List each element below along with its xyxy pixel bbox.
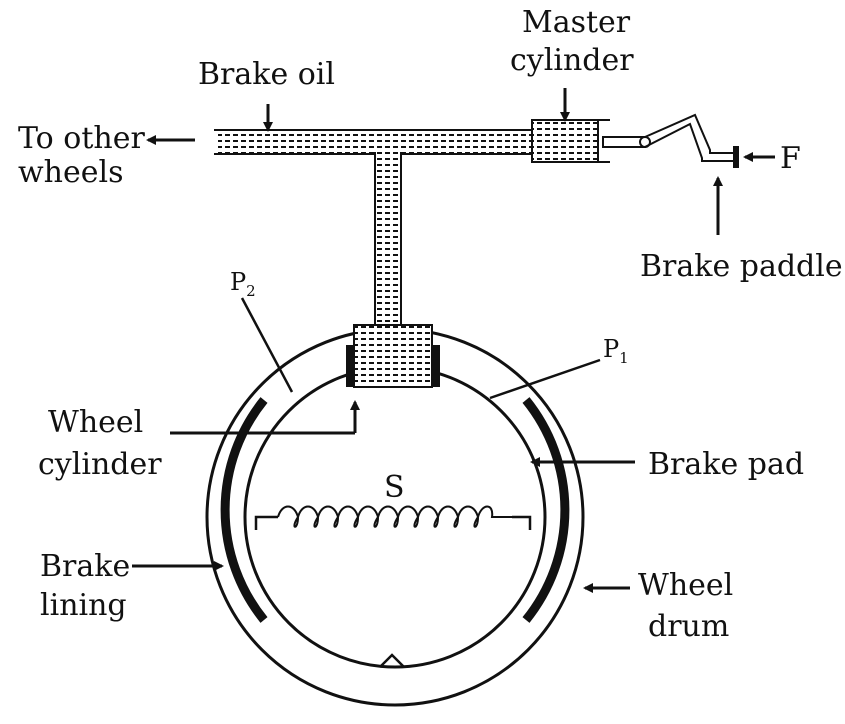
- return-spring: [254, 505, 532, 530]
- arrows: [132, 88, 775, 593]
- label-to-other-2: wheels: [18, 155, 124, 190]
- brake-pad-right: [522, 397, 570, 623]
- wheel-cylinder: [346, 324, 440, 388]
- p1-pointer: [489, 358, 601, 400]
- label-master-1: Master: [522, 5, 631, 40]
- label-spring: S: [384, 470, 405, 505]
- label-brake-oil: Brake oil: [198, 57, 335, 92]
- p2-pointer: [240, 297, 294, 393]
- label-p2: P2: [230, 268, 256, 300]
- label-brake-lining-2: lining: [40, 588, 127, 623]
- brake-pedal: [639, 113, 739, 168]
- label-p1: P1: [603, 335, 629, 367]
- label-force: F: [780, 141, 801, 176]
- label-brake-lining-1: Brake: [40, 549, 130, 584]
- label-brake-paddle: Brake paddle: [640, 249, 843, 284]
- oil-pipe-vertical: [374, 148, 402, 329]
- label-master-2: cylinder: [510, 43, 634, 78]
- pivot: [379, 653, 405, 668]
- brake-lining-left: [220, 397, 268, 623]
- label-wheel-drum-1: Wheel: [638, 568, 733, 603]
- label-wheel-drum-2: drum: [648, 609, 729, 644]
- label-wheel-cyl-1: Wheel: [48, 405, 143, 440]
- master-cylinder: [531, 119, 646, 163]
- oil-pipe-horizontal: [214, 129, 534, 155]
- label-wheel-cyl-2: cylinder: [38, 447, 162, 482]
- label-brake-pad: Brake pad: [648, 447, 804, 482]
- label-to-other-1: To other: [18, 121, 145, 156]
